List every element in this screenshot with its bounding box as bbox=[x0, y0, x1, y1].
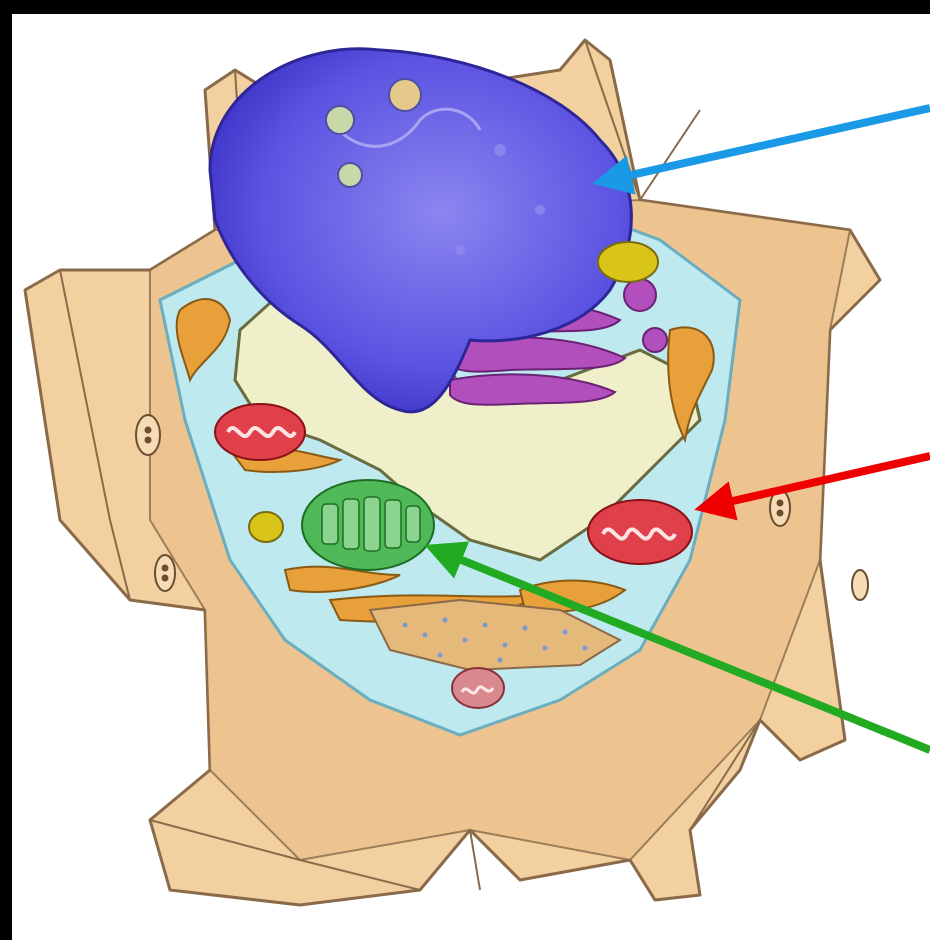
mitochondrion-left bbox=[215, 404, 305, 460]
mitochondrion-bottom bbox=[452, 668, 504, 708]
mitochondrion-right bbox=[588, 500, 692, 564]
chloroplast bbox=[302, 480, 434, 570]
arrow-to-nucleus bbox=[600, 108, 930, 182]
